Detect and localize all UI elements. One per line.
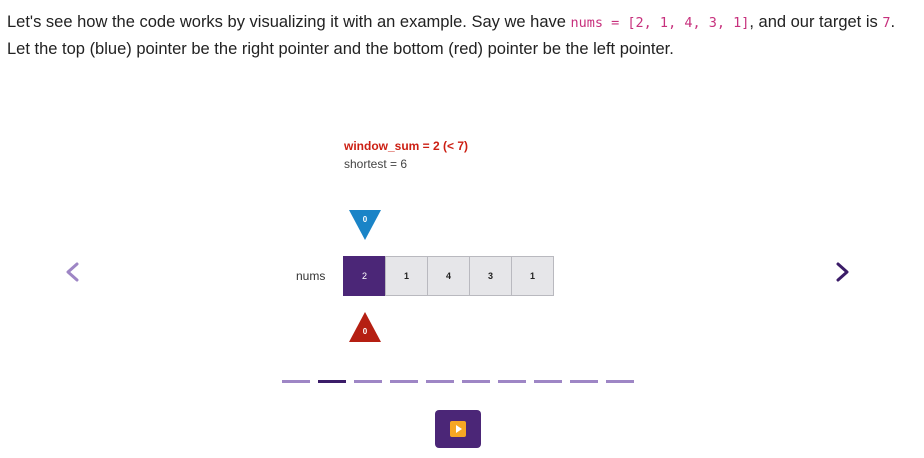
left-pointer-index: 0 bbox=[362, 327, 368, 336]
step-indicator bbox=[282, 380, 642, 383]
array-cell: 1 bbox=[511, 256, 554, 296]
nums-code: nums = [2, 1, 4, 3, 1] bbox=[570, 15, 750, 31]
intro-text-1: Let's see how the code works by visualiz… bbox=[7, 13, 571, 31]
step-dash[interactable] bbox=[606, 380, 634, 383]
play-button[interactable] bbox=[435, 410, 481, 448]
play-icon bbox=[450, 421, 466, 437]
right-pointer: 0 bbox=[348, 210, 382, 240]
array-cell: 2 bbox=[343, 256, 386, 296]
step-dash[interactable] bbox=[426, 380, 454, 383]
window-sum-status: window_sum = 2 (< 7) bbox=[344, 139, 469, 153]
chevron-left-icon bbox=[66, 262, 79, 282]
down-triangle-icon bbox=[349, 210, 381, 240]
up-triangle-icon bbox=[349, 312, 381, 342]
array-label: nums bbox=[296, 269, 326, 283]
shortest-status: shortest = 6 bbox=[344, 157, 408, 171]
step-dash-current[interactable] bbox=[318, 380, 346, 383]
step-dash[interactable] bbox=[462, 380, 490, 383]
step-dash[interactable] bbox=[570, 380, 598, 383]
right-pointer-index: 0 bbox=[362, 215, 368, 224]
array-cell: 3 bbox=[469, 256, 512, 296]
intro-text-2: , and our target is bbox=[749, 13, 883, 31]
target-code: 7 bbox=[882, 15, 891, 31]
intro-text-3: . Let the top (blue) pointer be the righ… bbox=[7, 13, 896, 58]
array-cell: 1 bbox=[385, 256, 428, 296]
nums-array: 2 1 4 3 1 bbox=[343, 256, 554, 296]
step-dash[interactable] bbox=[498, 380, 526, 383]
step-dash[interactable] bbox=[390, 380, 418, 383]
array-cell: 4 bbox=[427, 256, 470, 296]
step-dash[interactable] bbox=[534, 380, 562, 383]
prev-button[interactable] bbox=[62, 261, 84, 283]
intro-paragraph: Let's see how the code works by visualiz… bbox=[7, 9, 917, 62]
step-dash[interactable] bbox=[282, 380, 310, 383]
left-pointer: 0 bbox=[348, 312, 382, 342]
step-dash[interactable] bbox=[354, 380, 382, 383]
chevron-right-icon bbox=[836, 262, 849, 282]
next-button[interactable] bbox=[831, 261, 853, 283]
